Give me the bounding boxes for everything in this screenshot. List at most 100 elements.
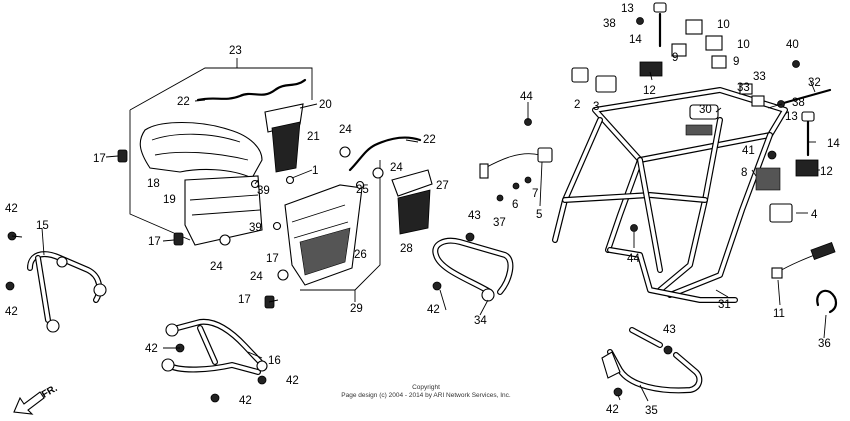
- cap-13a[interactable]: [653, 2, 667, 13]
- callout-22a: 22: [177, 96, 190, 108]
- relay-2[interactable]: [571, 67, 589, 83]
- callout-36: 36: [818, 338, 831, 350]
- bolt-37[interactable]: [496, 194, 504, 202]
- callout-14a: 14: [629, 34, 642, 46]
- grommet-33a[interactable]: [751, 95, 765, 107]
- callout-23: 23: [229, 45, 242, 57]
- copyright-line-2: Page design (c) 2004 - 2014 by ARI Netwo…: [341, 392, 511, 399]
- nut-24d[interactable]: [277, 269, 289, 281]
- grommet-17b[interactable]: [173, 232, 184, 246]
- relay-12b[interactable]: [795, 159, 819, 177]
- relay-10b[interactable]: [705, 35, 723, 51]
- callout-28: 28: [400, 243, 413, 255]
- side-cover-18[interactable]: [139, 121, 263, 179]
- callout-39a: 39: [257, 185, 270, 197]
- cover-28[interactable]: [397, 189, 431, 235]
- callout-33b: 33: [737, 82, 750, 94]
- callout-25: 25: [356, 184, 369, 196]
- callout-44a: 44: [520, 91, 533, 103]
- callout-34: 34: [474, 315, 487, 327]
- callout-19: 19: [163, 194, 176, 206]
- unit-4[interactable]: [769, 203, 793, 223]
- callout-44b: 44: [627, 253, 640, 265]
- bolt-40[interactable]: [792, 60, 800, 68]
- panel-26[interactable]: [284, 184, 363, 286]
- bolt-44b[interactable]: [630, 224, 638, 232]
- callout-22b: 22: [423, 134, 436, 146]
- grommet-33b[interactable]: [739, 83, 753, 95]
- callout-39b: 39: [249, 222, 262, 234]
- callout-20: 20: [319, 99, 332, 111]
- bar-35[interactable]: [601, 327, 703, 394]
- harness-5[interactable]: [484, 153, 541, 169]
- callout-31: 31: [718, 299, 731, 311]
- callout-12b: 12: [820, 166, 833, 178]
- regulator-8[interactable]: [755, 167, 781, 191]
- relay-10a[interactable]: [685, 19, 703, 35]
- callout-13a: 13: [621, 3, 634, 15]
- callout-7: 7: [532, 188, 538, 200]
- bolt-42g[interactable]: [613, 387, 623, 397]
- bolt-42b[interactable]: [5, 281, 15, 291]
- callout-16: 16: [268, 355, 281, 367]
- leader-lines: [11, 71, 827, 402]
- bar-34[interactable]: [432, 237, 514, 302]
- bracket-30[interactable]: [689, 104, 719, 120]
- callout-43b: 43: [663, 324, 676, 336]
- bolt-42e[interactable]: [210, 393, 220, 403]
- callout-13b: 13: [785, 111, 798, 123]
- rod-22-upper[interactable]: [196, 78, 307, 102]
- grommet-17a[interactable]: [117, 149, 128, 163]
- bar-16[interactable]: [161, 318, 268, 375]
- bolt-42d[interactable]: [257, 375, 267, 385]
- bolt-7[interactable]: [524, 176, 532, 184]
- callout-42d: 42: [286, 375, 299, 387]
- callout-24b: 24: [210, 261, 223, 273]
- callout-17c: 17: [266, 253, 279, 265]
- callout-27: 27: [436, 180, 449, 192]
- nut-24a[interactable]: [219, 234, 231, 246]
- clamp-36[interactable]: [816, 289, 838, 314]
- callout-26: 26: [354, 249, 367, 261]
- callout-38a: 38: [603, 18, 616, 30]
- cover-group-outline: [300, 160, 381, 302]
- cap-13b[interactable]: [801, 111, 815, 122]
- callout-24d: 24: [250, 271, 263, 283]
- callout-17b: 17: [148, 236, 161, 248]
- relay-9b[interactable]: [711, 55, 727, 69]
- callout-42g: 42: [606, 404, 619, 416]
- rod-32[interactable]: [778, 88, 832, 106]
- bolt-39b[interactable]: [272, 221, 282, 231]
- callout-33a: 33: [753, 71, 766, 83]
- bolt-41[interactable]: [767, 150, 777, 160]
- clip-1[interactable]: [285, 175, 295, 185]
- callout-30: 30: [699, 104, 712, 116]
- nut-25[interactable]: [355, 180, 365, 190]
- relay-9a[interactable]: [671, 43, 687, 57]
- nut-24b[interactable]: [339, 146, 351, 158]
- cover-21[interactable]: [271, 121, 301, 173]
- bolt-43b[interactable]: [663, 345, 673, 355]
- nut-24c[interactable]: [372, 167, 384, 179]
- nut-38a[interactable]: [636, 17, 644, 25]
- bolt-42f[interactable]: [432, 281, 442, 291]
- bolt-6[interactable]: [512, 182, 520, 190]
- bolt-43a[interactable]: [465, 232, 475, 242]
- callout-12a: 12: [643, 85, 656, 97]
- callout-5: 5: [536, 209, 542, 221]
- relay-12a[interactable]: [639, 61, 663, 77]
- callout-42b: 42: [5, 306, 18, 318]
- rod-22-lower[interactable]: [348, 136, 422, 172]
- callout-15: 15: [36, 220, 49, 232]
- bracket-27[interactable]: [391, 169, 433, 197]
- callout-17d: 17: [238, 294, 251, 306]
- callout-24a: 24: [339, 124, 352, 136]
- bracket-group-outline: [129, 58, 313, 241]
- bar-15[interactable]: [27, 251, 107, 333]
- relay-3[interactable]: [595, 75, 617, 93]
- callout-42f: 42: [427, 304, 440, 316]
- frame-31[interactable]: [552, 87, 788, 303]
- connector-5[interactable]: [537, 147, 553, 163]
- callout-14b: 14: [827, 138, 840, 150]
